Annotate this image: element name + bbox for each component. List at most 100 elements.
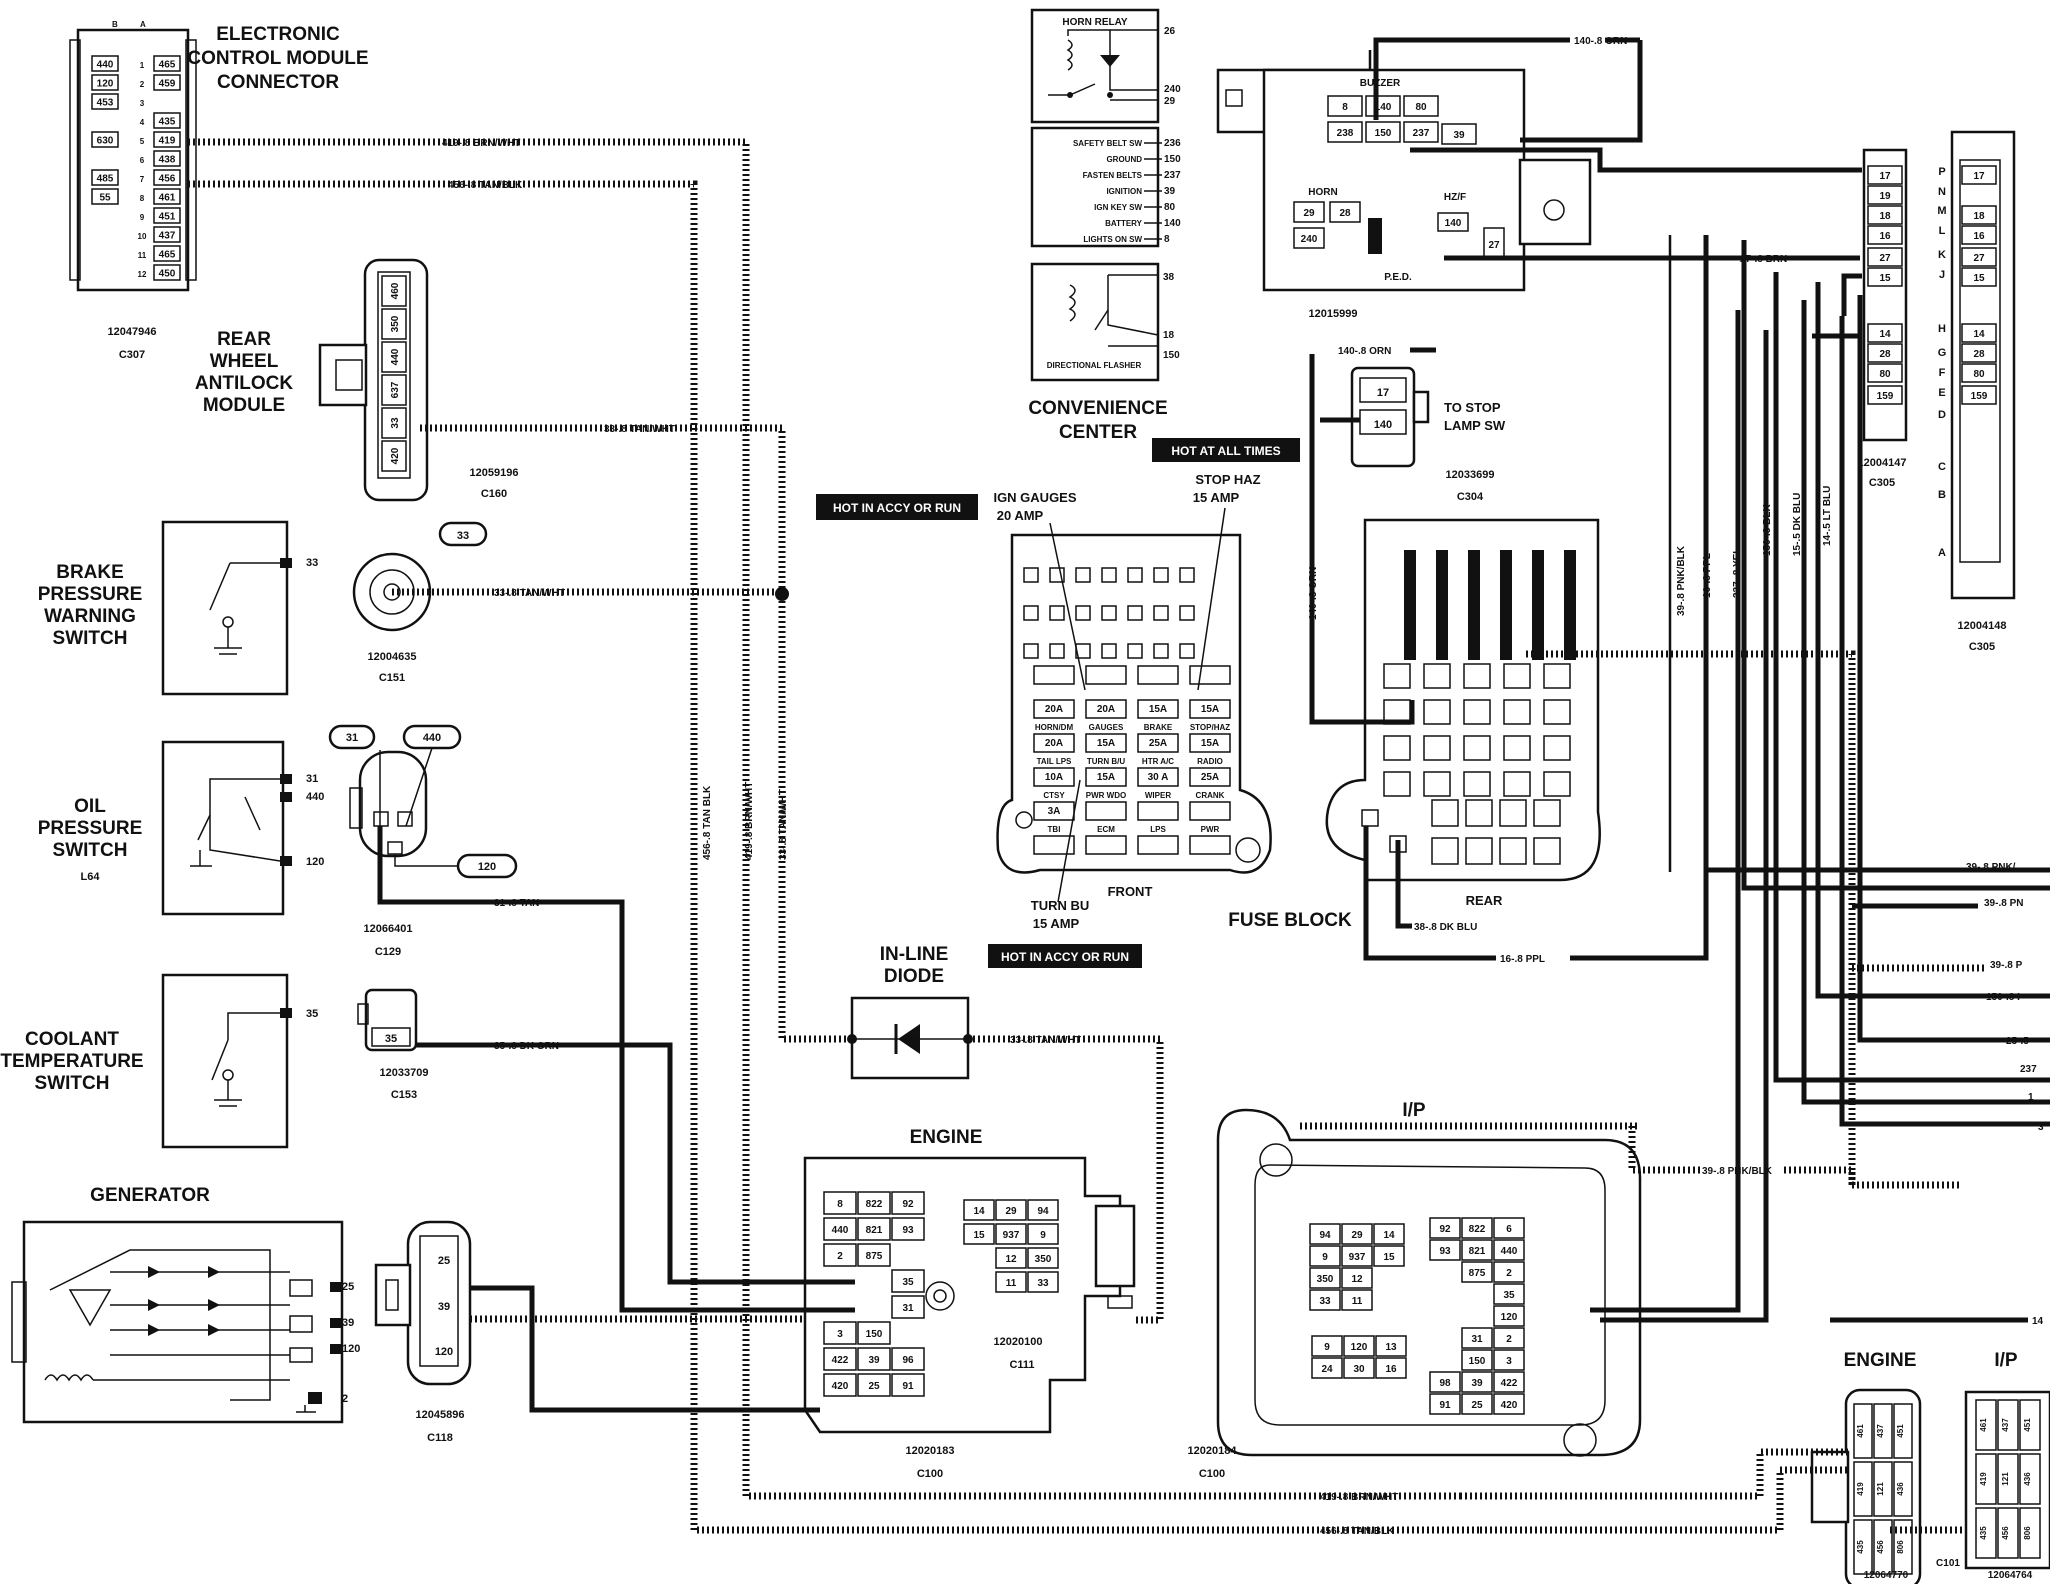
wire-v33: 33-.8 TAN/WHT [778, 789, 789, 860]
ip-bottom-pin-cell [1375, 1335, 1407, 1357]
c101a-pin: 437 [1876, 1424, 1885, 1438]
coolant-switch: COOLANT TEMPERATURE SWITCH 35 35 1203370… [0, 973, 429, 1149]
rwal-pin-cell [381, 275, 407, 307]
fuse-clip [1127, 567, 1143, 583]
ip-right-pin-cell [1461, 1327, 1493, 1349]
c101a-pin: 121 [1876, 1482, 1885, 1496]
wire-33a: 33-.8 TAN/WHT [604, 424, 675, 435]
c305-conn-a: C305 [1869, 477, 1895, 489]
fuse-label: TAIL LPS [1037, 757, 1072, 766]
ip-left-pin-cell [1373, 1245, 1405, 1267]
wire-38: 38-.8 DK BLU [1414, 922, 1477, 933]
fuse-amp: 15A [1149, 704, 1167, 715]
ip-right-pin: 6 [1506, 1224, 1512, 1235]
generator: GENERATOR 25 39 120 2 25 39 [11, 1185, 472, 1444]
brake-callout: 33 [457, 530, 469, 542]
rwal-pin: 33 [390, 417, 401, 429]
buzzer-hz: 140 [1445, 218, 1462, 229]
ip-right-pin-cell [1493, 1305, 1525, 1327]
engine-pin: 2 [837, 1251, 843, 1262]
engine-pin-cell [857, 1217, 891, 1241]
engine-side-pin-cell [995, 1271, 1027, 1293]
c101a-pin: 451 [1896, 1424, 1905, 1438]
fuse-clip [1127, 605, 1143, 621]
rear-fuse-slot [1383, 771, 1411, 797]
rear-fuse-slot [1543, 771, 1571, 797]
c305-letter: N [1938, 186, 1946, 198]
fuse-label: GAUGES [1089, 723, 1124, 732]
horn-relay-pin-3: 29 [1164, 96, 1176, 107]
rear-fuse-slot [1463, 735, 1491, 761]
engine-pin-cell [857, 1321, 891, 1345]
fuse-label: LPS [1150, 825, 1166, 834]
buzzer-cell-cell [1365, 121, 1401, 143]
ip-right-pin-cell [1461, 1371, 1493, 1393]
c101a-pin: 435 [1856, 1540, 1865, 1554]
c305b-pin-cell [1961, 363, 1997, 383]
rwal-pin-cell [381, 308, 407, 340]
rwal-conn: C160 [481, 488, 507, 500]
rear-fuse-slot [1503, 735, 1531, 761]
rear-fuse-slot [1543, 663, 1571, 689]
buzzer-cell: 140 [1375, 102, 1392, 113]
ecm-pin-right-cell [153, 55, 181, 72]
ecm-pin-left: 485 [97, 174, 114, 185]
c305a-pin: 17 [1879, 171, 1891, 182]
conv-row-label: IGNITION [1106, 187, 1142, 196]
wire-39c: 39-.8 PNK/ [1966, 862, 2016, 873]
buzzer-cell: 238 [1337, 128, 1354, 139]
wire-39a: 39-.8 PNK/BLK [1676, 545, 1687, 616]
engine-side-pin: 12 [1005, 1254, 1017, 1265]
ecm-pin-number: 5 [140, 137, 145, 146]
conv-row-label: BATTERY [1105, 219, 1143, 228]
horn-cell: 28 [1339, 208, 1351, 219]
fuse-amp: 15A [1097, 738, 1115, 749]
c305b-pin: 17 [1973, 171, 1985, 182]
fuse-slot [1137, 835, 1179, 855]
engine-pin-cell [857, 1373, 891, 1397]
fuse-clip [1023, 567, 1039, 583]
engine-pin: 3 [837, 1329, 843, 1340]
c101b-pin: 436 [2023, 1472, 2032, 1486]
buzzer-cell-cell [1327, 95, 1363, 117]
rear-fuse-slot [1503, 699, 1531, 725]
wire-14x: 14 [2032, 1316, 2044, 1327]
engine-pin: 96 [902, 1355, 914, 1366]
fuse-clip [1023, 643, 1039, 659]
fuse-ign-1: IGN GAUGES [993, 490, 1076, 505]
wire-237: 237-.8 YEL [1732, 548, 1743, 598]
engine-side-pin-cell [1027, 1199, 1059, 1221]
flasher-pin-1: 38 [1163, 272, 1175, 283]
c305a-pin-cell [1867, 225, 1903, 245]
coolant-part: 12033709 [380, 1067, 429, 1079]
engine-side-pin-cell [995, 1199, 1027, 1221]
buzzer-c27: 27 [1488, 240, 1500, 251]
ecm-pin-number: 8 [140, 194, 145, 203]
c305b-pin-cell [1961, 323, 1997, 343]
ip-bottom-pin: 24 [1321, 1364, 1333, 1375]
c305-part-a: 12004147 [1858, 457, 1907, 469]
ip-right-pin: 92 [1439, 1224, 1451, 1235]
engine-side-pin-cell [995, 1223, 1027, 1245]
c305b-pin: 18 [1973, 211, 1985, 222]
ip-right-pin-cell [1429, 1393, 1461, 1415]
c101b-pin: 806 [2023, 1526, 2032, 1540]
c305-part-b: 12004148 [1958, 620, 2007, 632]
engine-side-pin-cell [995, 1247, 1027, 1269]
conv-row-pin: 8 [1164, 234, 1170, 245]
engine-pin: 35 [902, 1277, 914, 1288]
brake-title-4: SWITCH [53, 628, 128, 649]
engine-pin-cell [823, 1373, 857, 1397]
fuse-slot [1137, 801, 1179, 821]
ecm-title-1: ELECTRONIC [216, 24, 340, 45]
ip-bottom-pin-cell [1375, 1357, 1407, 1379]
ecm-pin-right-cell [153, 264, 181, 281]
brake-title-2: PRESSURE [38, 584, 143, 605]
wire-237b: 237 [2020, 1064, 2037, 1075]
fuse-clip [1101, 567, 1117, 583]
fuse-amp: 20A [1045, 738, 1063, 749]
ecm-pin-left: 630 [97, 136, 114, 147]
wire-39b: 39-.8 PNK/BLK [1702, 1166, 1773, 1177]
conv-title-1: CONVENIENCE [1028, 398, 1167, 419]
